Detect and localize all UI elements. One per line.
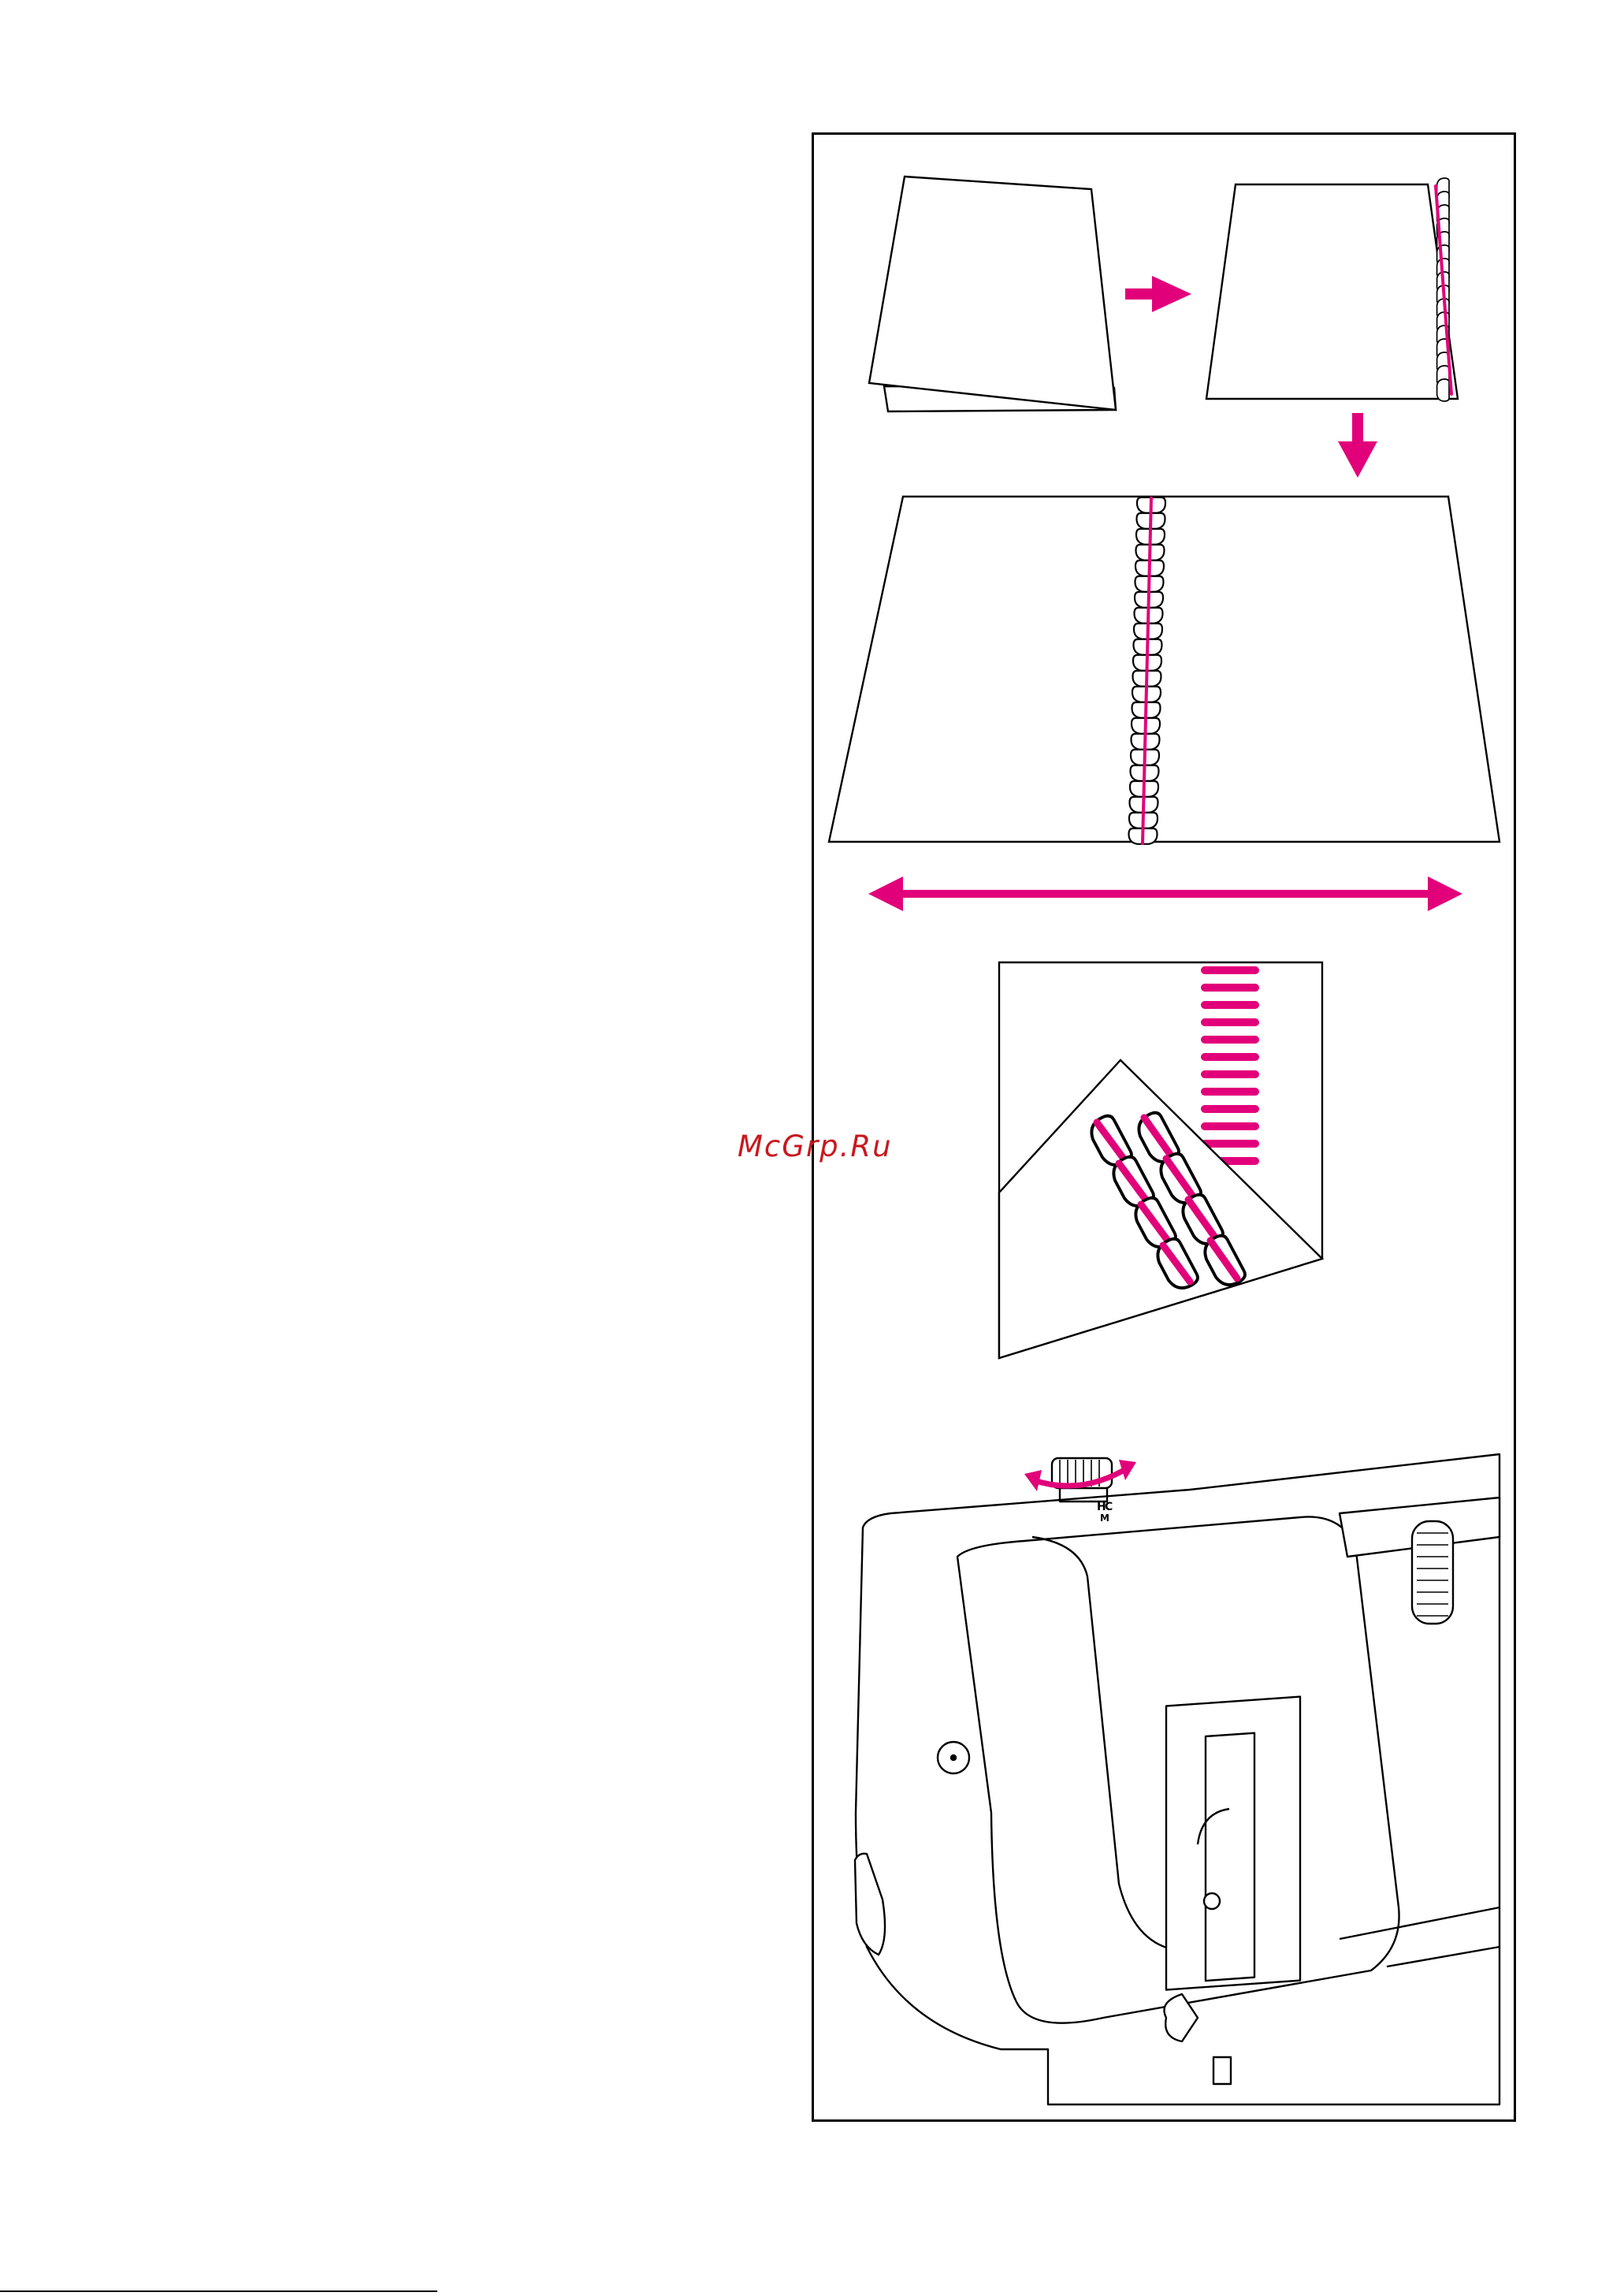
ladder-dash — [1201, 1088, 1259, 1096]
double-arrow-icon — [868, 876, 1462, 911]
ladder-dash — [1201, 1036, 1259, 1044]
ladder-dash — [1201, 1053, 1259, 1061]
ladder-dash — [1201, 984, 1259, 992]
edge-stitch — [1436, 178, 1451, 401]
down-arrow-icon — [1338, 413, 1377, 478]
ladder-dash — [1201, 1140, 1259, 1148]
ladder-dash — [1201, 1070, 1259, 1078]
opened-fabric — [829, 497, 1500, 844]
folded-fabric — [869, 177, 1116, 411]
stitch-loop — [1437, 379, 1449, 401]
dial-marking-c: C — [1105, 1501, 1113, 1513]
ladder-dash — [1201, 1001, 1259, 1009]
ladder-dash — [1201, 1122, 1259, 1130]
serged-fabric — [1206, 178, 1458, 401]
ladder-dash — [1201, 966, 1259, 974]
overlock-machine — [855, 1454, 1500, 2104]
footer-rule — [0, 2290, 437, 2292]
watermark: McGrp.Ru — [738, 1129, 893, 1163]
right-arrow-icon — [1125, 276, 1191, 312]
ladder-dash — [1201, 1105, 1259, 1113]
seam-detail — [999, 962, 1322, 1358]
dial-marking-m: M — [1100, 1513, 1109, 1524]
ladder-dash — [1201, 1018, 1259, 1026]
